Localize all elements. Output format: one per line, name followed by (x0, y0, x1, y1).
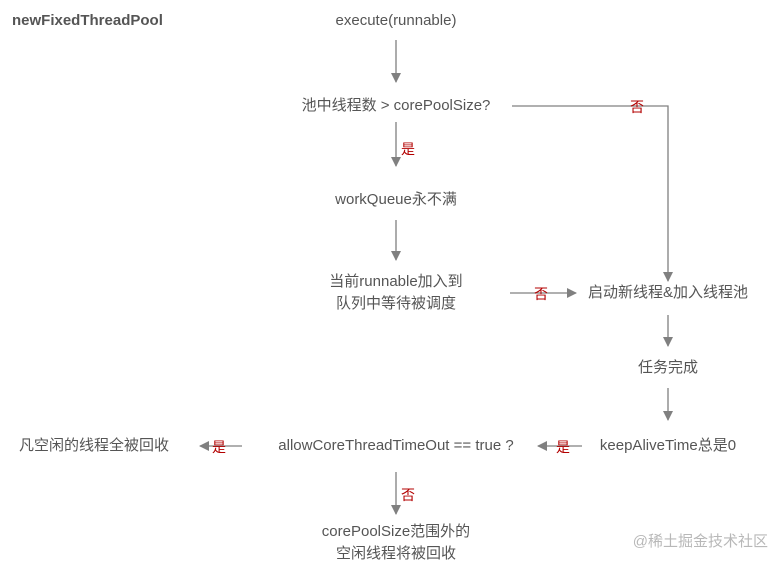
node-execute: execute(runnable) (335, 12, 457, 29)
edge-label-yes-keepalive: 是 (556, 439, 570, 455)
node-all-idle-threads-recycled: 凡空闲的线程全被回收 (18, 437, 169, 454)
node-outside-core-recycled: corePoolSize范围外的 空闲线程将被回收 (296, 521, 496, 565)
node-outside-core-line-2: 空闲线程将被回收 (335, 545, 456, 562)
node-start-new-thread: 启动新线程&加入线程池 (587, 284, 748, 301)
edge-label-no-compare: 否 (630, 99, 644, 115)
edge-label-yes-allowcore: 是 (212, 439, 226, 455)
node-work-queue-never-full: workQueue永不满 (335, 191, 457, 208)
edge-label-no-allowcore: 否 (401, 487, 415, 503)
node-enqueue-line-2: 队列中等待被调度 (335, 295, 456, 312)
diagram-title: newFixedThreadPool (12, 12, 163, 29)
edge-label-yes-compare: 是 (401, 141, 415, 157)
watermark: @稀土掘金技术社区 (632, 533, 768, 550)
node-compare-core-pool-size: 池中线程数 > corePoolSize? (301, 97, 491, 114)
node-outside-core-line-1: corePoolSize范围外的 (321, 523, 471, 540)
node-keep-alive-time-zero: keepAliveTime总是0 (599, 437, 737, 454)
edge-label-no-enqueue: 否 (534, 286, 548, 302)
node-task-done: 任务完成 (637, 359, 698, 376)
node-enqueue-runnable: 当前runnable加入到 队列中等待被调度 (296, 271, 496, 315)
node-allow-core-thread-timeout: allowCoreThreadTimeOut == true ? (278, 437, 514, 454)
edge-compare-to-start-thread (512, 105, 673, 282)
node-enqueue-line-1: 当前runnable加入到 (329, 273, 463, 290)
